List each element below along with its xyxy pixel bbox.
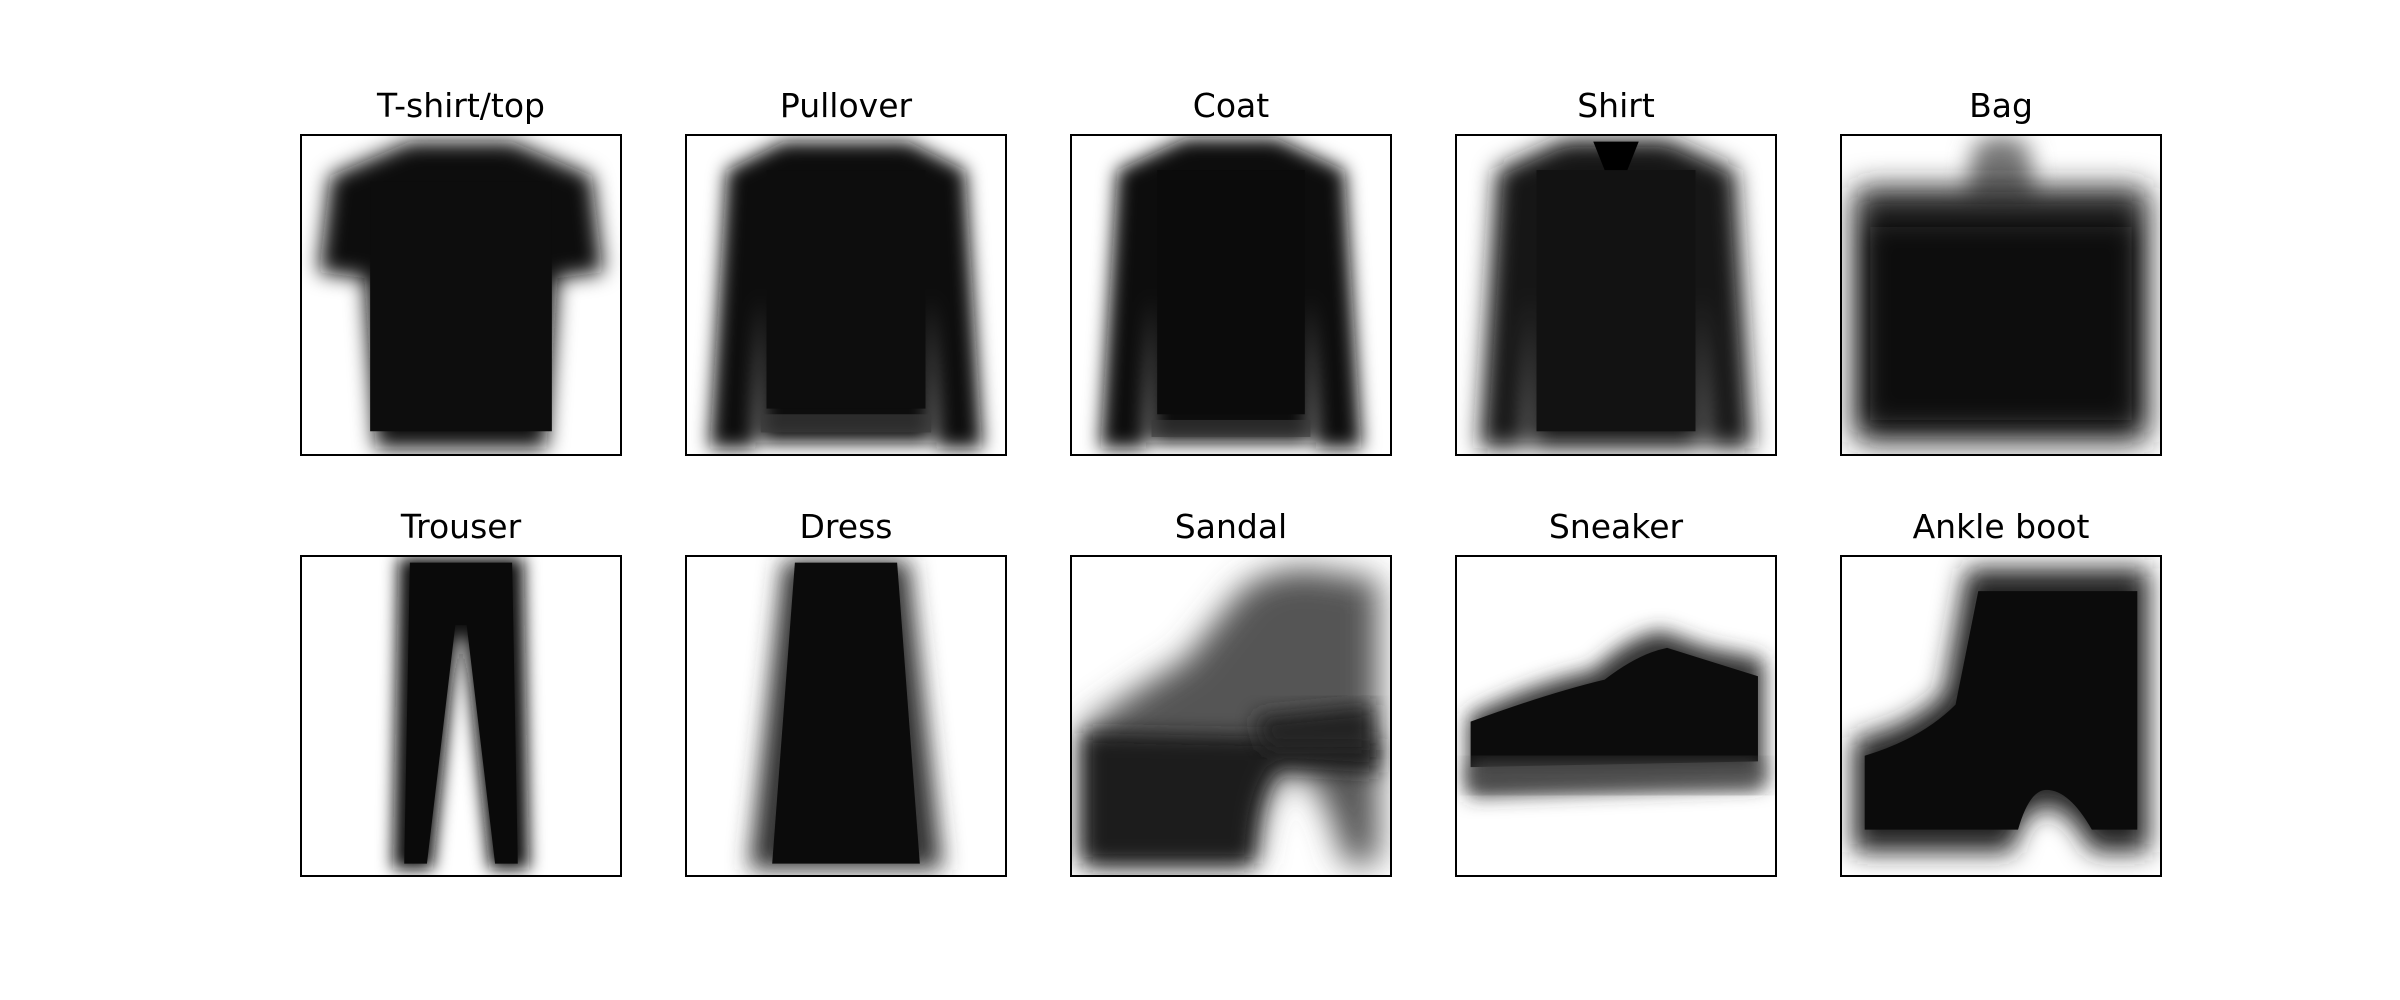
tshirt-icon xyxy=(300,134,622,456)
trouser-icon xyxy=(300,555,622,877)
panel-title: T-shirt/top xyxy=(376,86,545,125)
panel-title: Bag xyxy=(1969,86,2033,125)
panel-title: Pullover xyxy=(779,86,913,125)
panel-title: Ankle boot xyxy=(1912,507,2090,546)
panel-title: Trouser xyxy=(400,507,522,546)
panel-title: Shirt xyxy=(1577,86,1655,125)
pullover-icon xyxy=(685,134,1007,456)
coat-icon xyxy=(1070,134,1392,456)
ankle-boot-icon xyxy=(1840,555,2162,877)
bag-icon xyxy=(1840,134,2162,456)
dress-icon xyxy=(685,555,1007,877)
panel-title: Sneaker xyxy=(1548,507,1684,546)
sneaker-icon xyxy=(1455,555,1777,877)
sandal-icon xyxy=(1070,555,1392,877)
panel-title: Sandal xyxy=(1174,507,1288,546)
shirt-icon xyxy=(1455,134,1777,456)
panel-title: Dress xyxy=(799,507,893,546)
panel-title: Coat xyxy=(1192,86,1270,125)
